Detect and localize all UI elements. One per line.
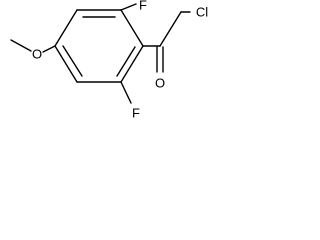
bond-c-f-bottom bbox=[120, 81, 132, 104]
bond-ring-o-methoxy bbox=[42, 45, 56, 53]
benzene-ring bbox=[54, 9, 144, 83]
methoxy-oxygen-label: O bbox=[32, 47, 42, 62]
ring-bond-bottom-left bbox=[54, 45, 78, 83]
chlorine-label: Cl bbox=[196, 5, 208, 20]
bond-c-f-top bbox=[120, 3, 137, 11]
ring-bond-top-right bbox=[120, 9, 144, 47]
ring-bond-right bbox=[120, 45, 144, 83]
ring-bond-right-inner bbox=[116, 46, 136, 77]
fluorine-bottom-label: F bbox=[132, 106, 140, 121]
carbonyl-oxygen-label: O bbox=[155, 76, 165, 91]
ring-bond-bottom-left-inner bbox=[62, 45, 83, 77]
bond-o-methyl bbox=[10, 39, 32, 52]
bond-carbonyl-ch2 bbox=[159, 11, 182, 47]
fluorine-top-label: F bbox=[139, 0, 147, 13]
chemical-structure: F F Cl O O bbox=[10, 0, 208, 121]
ring-bond-top-left bbox=[54, 9, 78, 47]
